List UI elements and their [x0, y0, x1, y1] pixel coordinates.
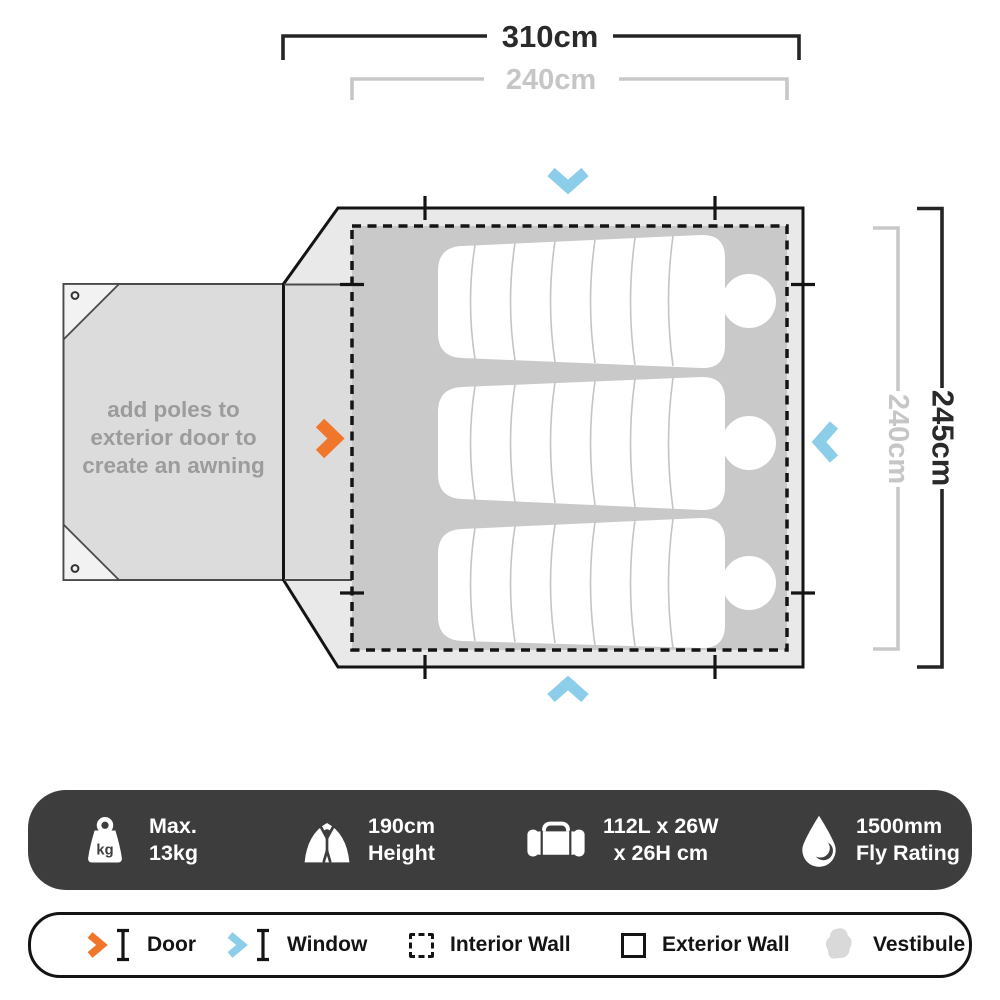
water-drop-icon [802, 815, 836, 867]
weight-icon: kg [88, 817, 122, 863]
tent-height-icon [304, 822, 350, 863]
sleeping-bag-1 [438, 234, 776, 369]
spec-line: 1500mm [856, 814, 943, 838]
spec-weight: kg Max. 13kg [79, 790, 198, 890]
porch-vestibule [284, 283, 352, 581]
window-arrow-icon [547, 167, 589, 195]
legend-vestibule: Vestibule [823, 915, 965, 975]
legend-interior-wall-label: Interior Wall [450, 933, 571, 956]
vestibule-note-line: add poles to [107, 397, 240, 422]
window-arrows [547, 167, 839, 703]
floorplan-canvas: 310cm 240cm 245cm 240cm [62, 19, 961, 703]
spec-height: 190cm Height [300, 790, 435, 890]
dim-label-240cm-top: 240cm [506, 64, 596, 96]
vestibule-note-line: create an awning [82, 453, 265, 478]
legend-interior-wall: Interior Wall [409, 915, 571, 975]
dim-label-310cm: 310cm [502, 19, 599, 54]
spec-line: 112L x 26W [603, 814, 719, 838]
spec-packed-size-text: 112L x 26W x 26H cm [603, 813, 719, 867]
duffel-bag-icon [527, 821, 585, 857]
spec-line: 13kg [149, 841, 199, 865]
interior-wall-outline [350, 224, 789, 652]
window-arrow-icon [227, 932, 248, 958]
top-dimension-outer: 310cm [281, 19, 801, 60]
spec-fly-rating-text: 1500mm Fly Rating [856, 813, 960, 867]
legend-door: Door [87, 915, 196, 975]
spec-line: Height [368, 841, 435, 865]
peg-loop-icon [70, 291, 80, 300]
legend-bar: Door Window Interior Wall Exterior Wall … [28, 912, 972, 978]
pole-ticks [340, 196, 815, 679]
legend-window-label: Window [287, 933, 368, 956]
vestibule-swatch [825, 928, 852, 959]
spec-packed-size: 112L x 26W x 26H cm [523, 790, 719, 890]
sleeping-bags [438, 234, 776, 649]
spec-line: 190cm [368, 814, 435, 838]
spec-fly-rating: 1500mm Fly Rating [798, 790, 960, 890]
sleeping-bag-2 [438, 376, 776, 511]
legend-vestibule-label: Vestibule [873, 933, 966, 956]
top-dimension-inner: 240cm [350, 64, 789, 100]
vestibule-note-line: exterior door to [90, 425, 257, 450]
legend-exterior-wall-label: Exterior Wall [662, 933, 790, 956]
spec-height-text: 190cm Height [368, 813, 435, 867]
interior-wall-swatch [409, 932, 434, 958]
legend-door-label: Door [147, 933, 196, 956]
right-dimension-outer: 245cm [917, 206, 961, 669]
spec-line: x 26H cm [613, 841, 708, 865]
dim-label-245cm: 245cm [926, 390, 961, 487]
window-arrow-icon [811, 421, 839, 463]
peg-loop-icon [70, 564, 80, 573]
spec-line: Max. [149, 814, 197, 838]
weight-icon-kg-text: kg [96, 843, 113, 859]
legend-window: Window [227, 915, 367, 975]
wall-opening-icon [117, 928, 129, 962]
door-arrow-icon [87, 932, 108, 958]
spec-line: Fly Rating [856, 841, 960, 865]
wall-opening-icon [257, 928, 269, 962]
window-arrow-icon [547, 675, 589, 703]
door-arrow-icon [315, 418, 345, 459]
right-dimension-inner: 240cm [873, 226, 914, 651]
awning-groundsheet [62, 283, 285, 581]
exterior-wall-swatch [621, 932, 646, 958]
legend-exterior-wall: Exterior Wall [621, 915, 790, 975]
vestibule-note: add poles to exterior door to create an … [63, 396, 284, 480]
spec-bar: kg Max. 13kg 190cm Heigh [28, 790, 972, 890]
dim-label-240cm-right: 240cm [882, 394, 914, 484]
spec-weight-text: Max. 13kg [149, 813, 198, 867]
sleeping-bag-3 [438, 517, 776, 649]
